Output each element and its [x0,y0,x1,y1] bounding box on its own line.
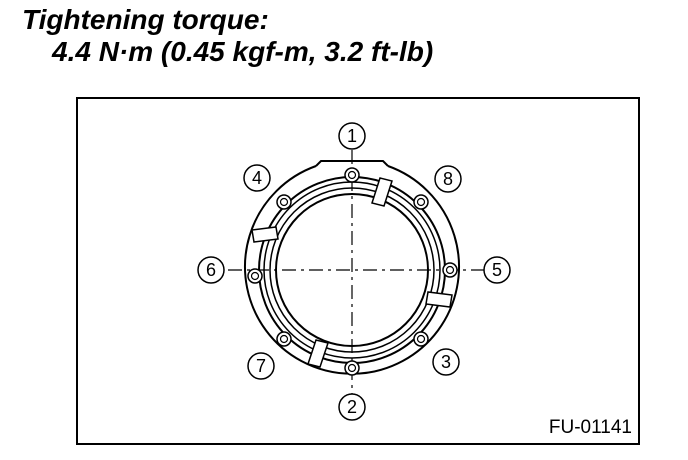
bolt-2 [344,360,360,376]
callout-7: 7 [247,352,275,380]
tab-upper-right [371,177,393,207]
callout-2: 2 [338,393,366,421]
sequence-callouts: 1 2 3 4 5 6 7 8 [197,122,511,421]
callout-label-1: 1 [347,126,357,146]
torque-title: Tightening torque: [22,4,269,35]
bolt-8 [413,194,429,210]
centerlines [228,150,484,395]
seal-ring-inner [269,187,435,353]
bolt-7 [276,331,292,347]
callout-5: 5 [483,256,511,284]
bolt-1 [344,167,360,183]
callout-6: 6 [197,256,225,284]
callout-4: 4 [243,164,271,192]
bolt-6 [247,268,263,284]
tab-lower [307,339,329,368]
torque-value: 4.4 N·m (0.45 kgf-m, 3.2 ft-lb) [52,36,434,67]
flange-tabs [251,177,453,368]
callout-3: 3 [432,348,460,376]
bolt-3 [413,331,429,347]
bolts [247,167,458,376]
callout-label-3: 3 [441,352,451,372]
bolt-5 [442,262,458,278]
callout-label-5: 5 [492,260,502,280]
callout-label-4: 4 [252,168,262,188]
inner-bore [275,193,429,347]
figure-id: FU-01141 [548,417,632,438]
callout-label-8: 8 [443,169,453,189]
tab-left [251,226,279,243]
callout-8: 8 [434,165,462,193]
bolt-4 [276,194,292,210]
torque-heading: Tightening torque: 4.4 N·m (0.45 kgf-m, … [22,4,433,68]
diagram-frame: FU-01141 [76,97,640,445]
callout-label-7: 7 [256,356,266,376]
callout-label-2: 2 [347,397,357,417]
callout-label-6: 6 [206,260,216,280]
flange-top-notch [315,160,389,167]
callout-1: 1 [338,122,366,150]
tab-right [425,291,453,308]
